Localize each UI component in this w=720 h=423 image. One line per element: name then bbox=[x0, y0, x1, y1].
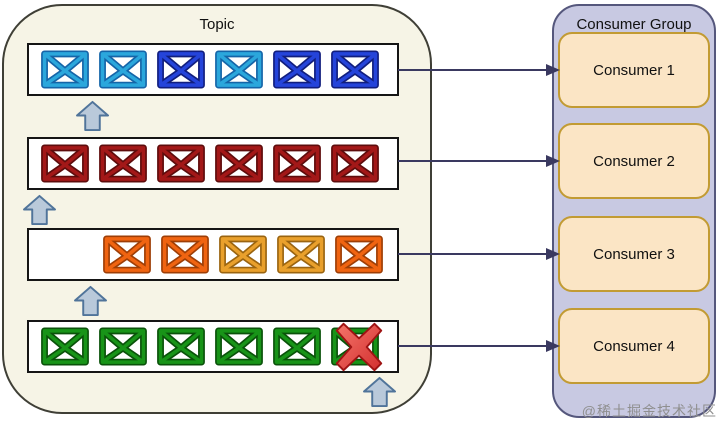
message-envelope-icon bbox=[157, 144, 205, 183]
message-envelope-icon bbox=[161, 235, 209, 274]
partition-3-row bbox=[27, 228, 399, 281]
message-envelope-icon bbox=[273, 144, 321, 183]
message-envelope-icon bbox=[157, 50, 205, 89]
message-envelope-icon bbox=[41, 327, 89, 366]
message-envelope-icon bbox=[99, 50, 147, 89]
message-envelope-icon bbox=[273, 50, 321, 89]
empty-message-slot bbox=[40, 235, 94, 274]
watermark: @稀土掘金技术社区 bbox=[581, 403, 717, 419]
consumer-box: Consumer 3 bbox=[558, 216, 710, 292]
message-envelope-icon bbox=[99, 144, 147, 183]
message-envelope-icon bbox=[331, 50, 379, 89]
consumer-label: Consumer 4 bbox=[593, 337, 675, 355]
message-envelope-icon bbox=[157, 327, 205, 366]
message-envelope-icon bbox=[277, 235, 325, 274]
message-envelope-icon bbox=[331, 144, 379, 183]
consumer-label: Consumer 2 bbox=[593, 152, 675, 170]
consumer-label: Consumer 1 bbox=[593, 61, 675, 79]
append-up-arrow-icon bbox=[23, 194, 56, 226]
topic-title: Topic bbox=[199, 16, 235, 33]
consumer-box: Consumer 4 bbox=[558, 308, 710, 384]
consumer-group-title: Consumer Group bbox=[576, 16, 692, 33]
message-envelope-icon bbox=[273, 327, 321, 366]
consumer-label: Consumer 3 bbox=[593, 245, 675, 263]
message-envelope-icon bbox=[41, 50, 89, 89]
message-envelope-icon bbox=[219, 235, 267, 274]
failed-message-x-icon bbox=[335, 322, 383, 372]
message-envelope-icon bbox=[99, 327, 147, 366]
append-up-arrow-icon bbox=[363, 376, 396, 408]
partition-4-row bbox=[27, 320, 399, 373]
append-up-arrow-icon bbox=[76, 100, 109, 132]
message-envelope-icon bbox=[335, 235, 383, 274]
consumer-box: Consumer 2 bbox=[558, 123, 710, 199]
message-envelope-icon bbox=[215, 327, 263, 366]
message-envelope-icon bbox=[215, 50, 263, 89]
partition-2-row bbox=[27, 137, 399, 190]
append-up-arrow-icon bbox=[74, 285, 107, 317]
message-envelope-icon bbox=[41, 144, 89, 183]
message-envelope-icon bbox=[215, 144, 263, 183]
consumer-box: Consumer 1 bbox=[558, 32, 710, 108]
message-envelope-icon bbox=[103, 235, 151, 274]
partition-1-row bbox=[27, 43, 399, 96]
